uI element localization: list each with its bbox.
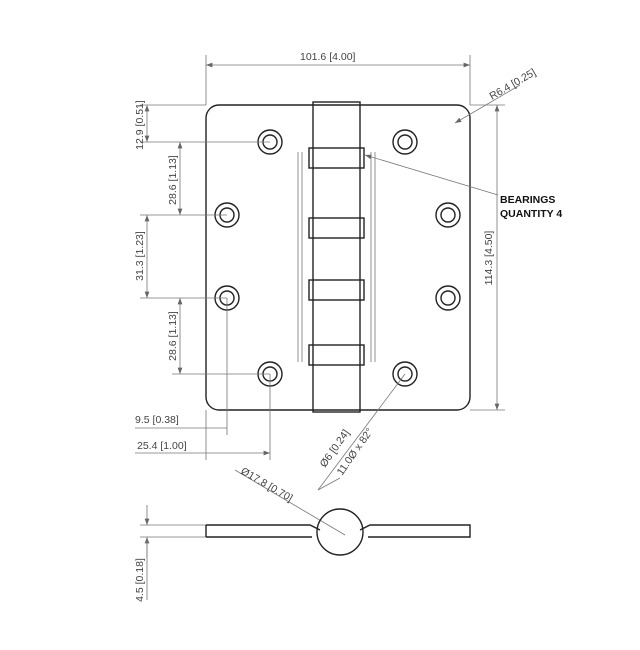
knuckle-dia-label: Ø17.8 [0.70]: [239, 465, 295, 504]
bearings-callout-line2: QUANTITY 4: [500, 208, 562, 220]
screw-hole: [392, 361, 418, 387]
edge-offset-label: 9.5 [0.38]: [135, 414, 179, 426]
bearings-callout-line1: BEARINGS: [500, 194, 555, 206]
screw-hole: [435, 202, 461, 228]
bearing: [308, 344, 365, 366]
radius-label: R6.4 [0.25]: [488, 66, 539, 102]
hinge-side-view: [205, 508, 471, 556]
edge-offset2-label: 25.4 [1.00]: [137, 440, 187, 452]
hole-spacing-mid-label: 31.3 [1.23]: [134, 231, 146, 281]
dimension-lines: [135, 55, 521, 600]
thickness-label: 4.5 [0.18]: [134, 558, 146, 602]
screw-hole: [435, 285, 461, 311]
bearing: [308, 279, 365, 301]
hinge-front-view: [205, 101, 471, 413]
bearing: [308, 147, 365, 169]
hole-spacing-b-label: 28.6 [1.13]: [167, 311, 179, 361]
hole-spacing-a-label: 28.6 [1.13]: [167, 155, 179, 205]
screw-hole: [392, 129, 418, 155]
bearing: [308, 217, 365, 239]
height-label: 114.3 [4.50]: [483, 231, 495, 286]
top-offset-label: 12.9 [0.51]: [134, 100, 146, 150]
width-label: 101.6 [4.00]: [300, 51, 356, 63]
